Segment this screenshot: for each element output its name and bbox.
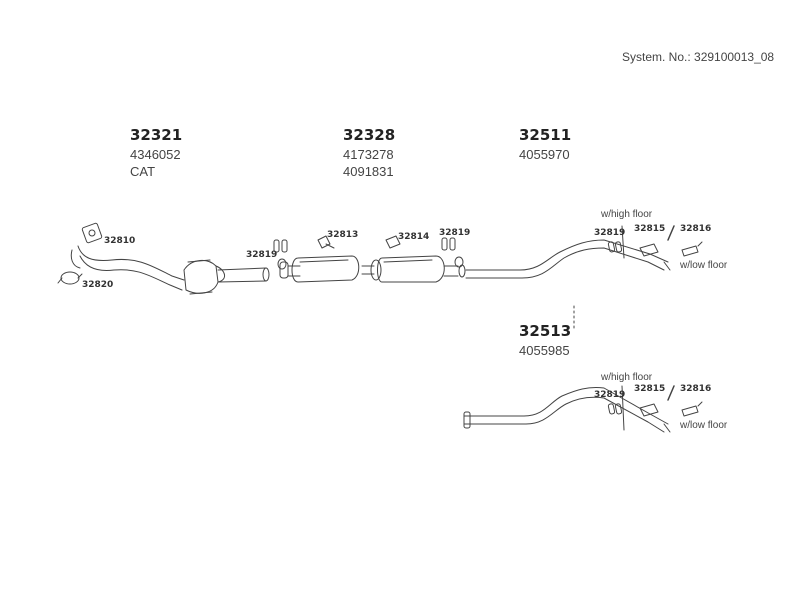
middle-silencer-assembly xyxy=(279,255,466,283)
part-number-catalyst: 32321 xyxy=(130,126,183,144)
front-clamp-shape xyxy=(60,271,80,285)
note-low-floor-b: w/low floor xyxy=(680,420,728,431)
label-32816-b: 32816 xyxy=(680,384,712,394)
tail-pipe-b-assembly xyxy=(463,385,703,433)
label-32819-b: 32819 xyxy=(439,228,471,238)
catalyst-type-label: CAT xyxy=(130,164,156,179)
catalyst-assembly xyxy=(57,222,270,295)
silencer-2-shape xyxy=(377,255,445,283)
system-number: System. No.: 329100013_08 xyxy=(622,50,775,64)
label-32819-c: 32819 xyxy=(594,228,626,238)
oem-number-middle-silencer-1: 4173278 xyxy=(343,147,394,162)
label-32820: 32820 xyxy=(82,280,114,290)
tail-pipe-a-assembly xyxy=(465,225,703,279)
label-32815-a: 32815 xyxy=(634,224,666,234)
label-32819-d: 32819 xyxy=(594,390,626,400)
label-32819-a: 32819 xyxy=(246,250,278,260)
label-32810: 32810 xyxy=(104,236,136,246)
note-high-floor-a: w/high floor xyxy=(601,209,653,220)
oem-number-tail-pipe-b: 4055985 xyxy=(519,343,570,358)
oem-number-middle-silencer-2: 4091831 xyxy=(343,164,394,179)
silencer-1-shape xyxy=(291,255,360,283)
note-low-floor-a: w/low floor xyxy=(680,260,728,271)
oem-number-tail-pipe-a: 4055970 xyxy=(519,147,570,162)
part-number-tail-pipe-a: 32511 xyxy=(519,126,572,144)
part-number-tail-pipe-b: 32513 xyxy=(519,322,572,340)
label-32815-b: 32815 xyxy=(634,384,666,394)
note-high-floor-b: w/high floor xyxy=(601,372,653,383)
manifold-gasket-shape xyxy=(81,222,103,244)
mounts-middle xyxy=(273,235,464,270)
label-32813: 32813 xyxy=(327,230,359,240)
part-number-middle-silencer: 32328 xyxy=(343,126,396,144)
oem-number-catalyst: 4346052 xyxy=(130,147,181,162)
label-32814: 32814 xyxy=(398,232,430,242)
label-32816-a: 32816 xyxy=(680,224,712,234)
